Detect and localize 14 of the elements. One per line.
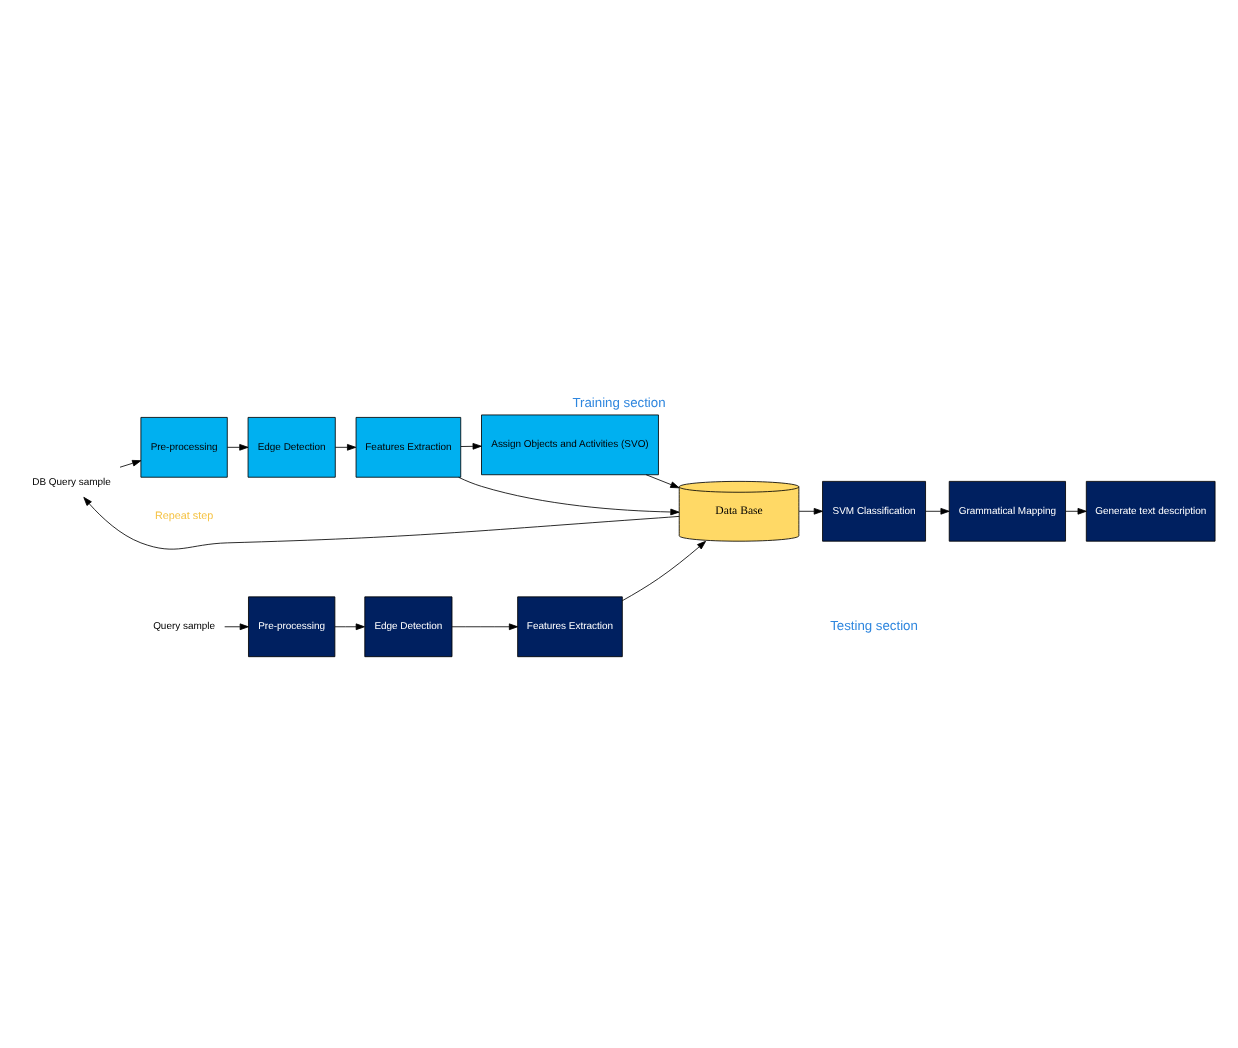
- arrow: [925, 506, 950, 514]
- arrow: [83, 495, 680, 549]
- arrow: [645, 473, 680, 488]
- arrow: [1065, 506, 1087, 514]
- arrow: [798, 506, 823, 514]
- arrow: [334, 443, 357, 450]
- arrow: [451, 622, 519, 630]
- arrow: [119, 458, 142, 467]
- arrow: [621, 539, 707, 601]
- arrow: [226, 443, 249, 450]
- arrow: [334, 622, 365, 630]
- arrow: [458, 475, 680, 515]
- arrow: [460, 442, 482, 449]
- arrow: [224, 622, 249, 630]
